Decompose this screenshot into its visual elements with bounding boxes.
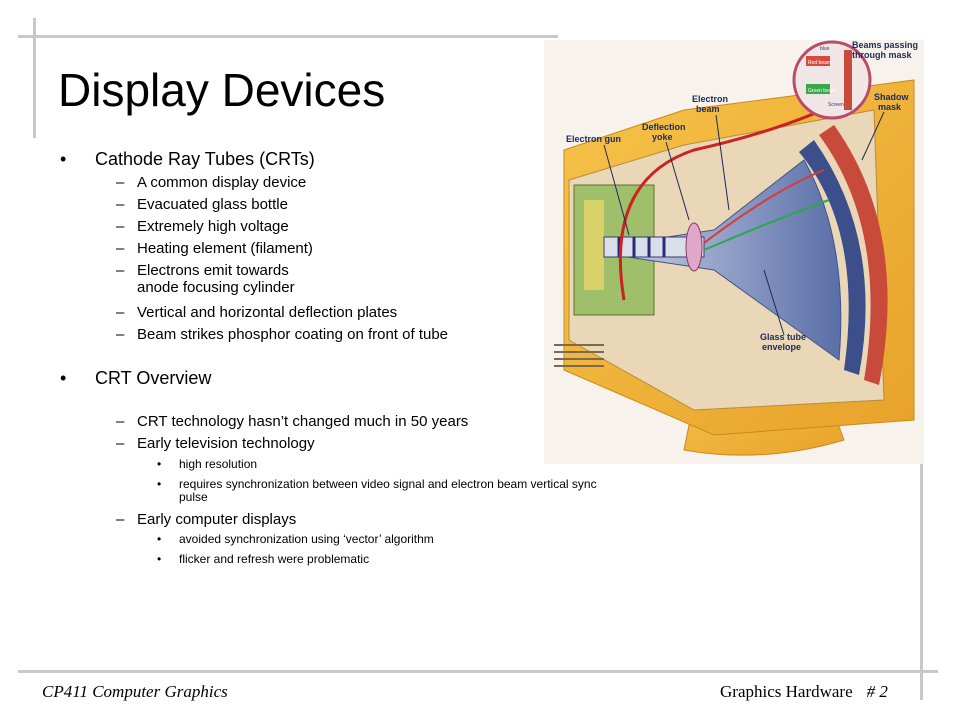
inset-screen-label: Screen <box>828 102 844 108</box>
footer-page-number: # 2 <box>866 682 888 701</box>
dash-marker: – <box>116 511 125 528</box>
leader-lines <box>603 111 885 336</box>
crt-item: Vertical and horizontal deflection plate… <box>137 304 398 321</box>
bullet-marker: • <box>60 149 67 169</box>
footer-section-title: Graphics Hardware <box>720 682 853 701</box>
small-bullet-marker: • <box>157 477 162 491</box>
crt-item-continuation: anode focusing cylinder <box>137 279 295 296</box>
dash-marker: – <box>116 435 125 452</box>
label-glass-tube-2: envelope <box>762 342 801 352</box>
label-electron-beam-2: beam <box>696 104 720 114</box>
overview-item: Early television technology <box>137 435 315 452</box>
frame-top-line <box>18 35 558 38</box>
crt-item: Electrons emit towards <box>137 262 289 279</box>
frame-right-line <box>920 440 923 700</box>
dash-marker: – <box>116 326 125 343</box>
slide-title: Display Devices <box>58 64 386 116</box>
overview-item: Early computer displays <box>137 511 297 528</box>
dash-marker: – <box>116 240 125 257</box>
tv-sub-item-continuation: pulse <box>179 490 208 504</box>
label-shadow-mask-1: Shadow <box>874 92 910 102</box>
dash-marker: – <box>116 262 125 279</box>
frame-bottom-line <box>18 670 938 673</box>
vent-lines <box>554 344 604 367</box>
label-deflection-yoke-1: Deflection <box>642 122 686 132</box>
label-beams-passing-2: through mask <box>852 50 913 60</box>
footer-course: CP411 Computer Graphics <box>42 682 228 701</box>
small-bullet-marker: • <box>157 532 162 546</box>
crt-item: Extremely high voltage <box>137 218 289 235</box>
computer-sub-item: avoided synchronization using ‘vector’ a… <box>179 532 434 546</box>
inset-green-label: Green beam <box>808 88 836 94</box>
crt-item: A common display device <box>137 174 307 191</box>
frame-left-line <box>33 18 36 138</box>
small-bullet-marker: • <box>157 457 162 471</box>
small-bullet-marker: • <box>157 552 162 566</box>
crt-diagram: Red beam Green beam blue Screen Beams pa… <box>544 40 924 464</box>
label-deflection-yoke-2: yoke <box>652 132 673 142</box>
crt-item: Heating element (filament) <box>137 240 313 257</box>
footer-section: Graphics Hardware # 2 <box>720 682 888 702</box>
label-electron-beam-1: Electron <box>692 94 728 104</box>
label-beams-passing-1: Beams passing <box>852 40 918 50</box>
computer-sub-item: flicker and refresh were problematic <box>179 552 370 566</box>
bullet-crt: Cathode Ray Tubes (CRTs) <box>95 149 315 169</box>
tv-sub-item: high resolution <box>179 457 258 471</box>
bullet-marker: • <box>60 368 67 388</box>
tv-sub-item: requires synchronization between video s… <box>179 477 597 491</box>
label-glass-tube-1: Glass tube <box>760 332 806 342</box>
inset-red-label: Red beam <box>808 60 831 66</box>
overview-item: CRT technology hasn’t changed much in 50… <box>137 413 469 430</box>
crt-item: Beam strikes phosphor coating on front o… <box>137 326 449 343</box>
bullet-crt-overview: CRT Overview <box>95 368 212 388</box>
inset-blue-label: blue <box>820 46 830 52</box>
dash-marker: – <box>116 196 125 213</box>
crt-item: Evacuated glass bottle <box>137 196 288 213</box>
dash-marker: – <box>116 304 125 321</box>
label-shadow-mask-2: mask <box>878 102 902 112</box>
label-electron-gun: Electron gun <box>566 134 621 144</box>
dash-marker: – <box>116 218 125 235</box>
dash-marker: – <box>116 174 125 191</box>
dash-marker: – <box>116 413 125 430</box>
